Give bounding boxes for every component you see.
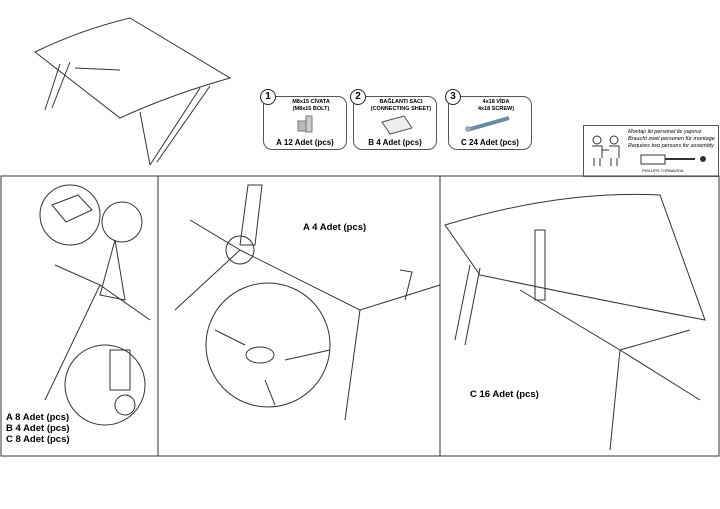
part-quantity: A 12 Adet (pcs) [276,138,334,147]
step1-qty-a: A 8 Adet (pcs) [6,412,70,423]
step1-quantities: A 8 Adet (pcs) B 4 Adet (pcs) C 8 Adet (… [6,412,70,445]
panel-frames [0,175,720,457]
screw-icon [465,116,510,132]
part-number: 2 [350,89,366,105]
part-card-connecting-sheet: 2 BAĞLANTI SACI(CONNECTING SHEET) B 4 Ad… [350,89,437,150]
bolt-icon [297,115,313,133]
part-name: M8x15 CİVATA [292,99,330,105]
warning-tr: Montajı iki personel ile yapınız [628,129,702,135]
step2-quantity: A 4 Adet (pcs) [303,222,367,233]
connecting-sheet-icon [381,115,413,135]
part-name: BAĞLANTI SACI [379,99,423,105]
step3-quantity: C 16 Adet (pcs) [470,389,539,400]
warning-de: Braucht zwei personen für montage [628,136,715,142]
step1-qty-c: C 8 Adet (pcs) [6,434,70,445]
part-quantity: C 24 Adet (pcs) [461,138,519,147]
part-number: 3 [445,89,461,105]
part-name-en: (M8x15 BOLT) [292,106,330,112]
part-number: 1 [260,89,276,105]
part-name-en: (CONNECTING SHEET) [370,106,432,112]
part-quantity: B 4 Adet (pcs) [368,138,422,147]
part-card-bolt: 1 M8x15 CİVATA(M8x15 BOLT) A 12 Adet (pc… [260,89,347,150]
step3-drawing [444,193,706,451]
tool-label: PHILLIPS TORNAVIDA [642,168,684,173]
table-overview-drawing [34,17,232,166]
step1-drawing [39,184,151,426]
step2-drawing [174,184,441,421]
screwdriver-icon [640,154,706,165]
two-person-warning: Montajı iki personel ile yapınız Braucht… [583,125,719,177]
warning-en: Requires two persons for assembly [628,143,714,149]
part-name: 4x18 VİDA [482,99,510,105]
two-persons-icon [592,135,620,166]
step1-qty-b: B 4 Adet (pcs) [6,423,70,434]
part-name-en: 4x18 SCREW) [477,106,515,112]
